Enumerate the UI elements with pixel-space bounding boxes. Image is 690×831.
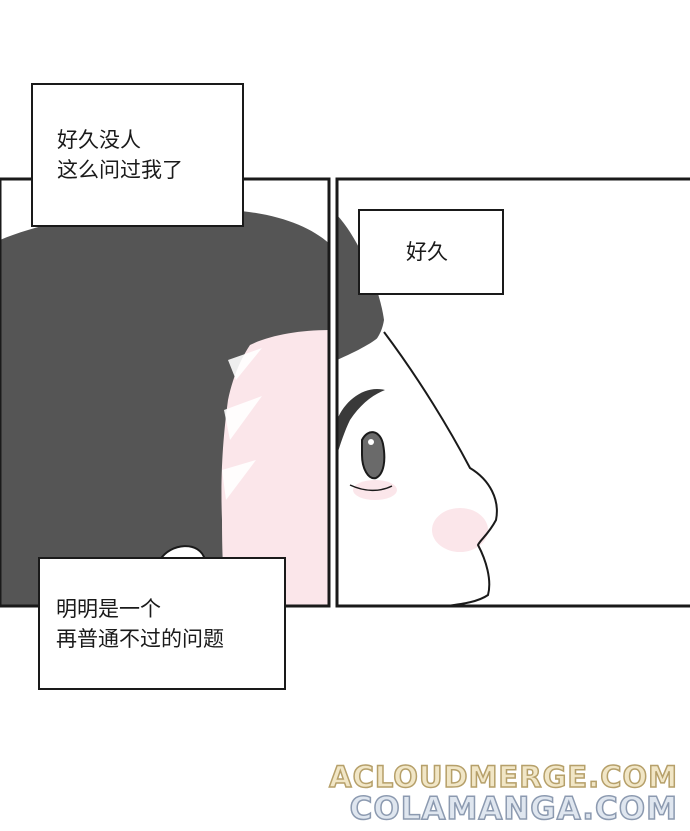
right-panel-frame [335, 177, 690, 608]
caption-bottom-line-1: 明明是一个 [56, 596, 161, 621]
eyebrow [337, 389, 385, 455]
face-outline [383, 331, 498, 606]
watermark-line-2: COLAMANGA.COM [349, 790, 678, 828]
caption-box-top: 好久没人 这么问过我了 [31, 83, 244, 227]
left-panel-art [0, 208, 329, 606]
watermark-line-1: ACLOUDMERGE.COM [328, 759, 678, 795]
caption-top-line-1: 好久没人 [57, 128, 141, 152]
caption-box-right: 好久 [358, 209, 504, 295]
eye [361, 431, 386, 480]
right-panel-art [337, 215, 498, 606]
caption-right-line-1: 好久 [406, 240, 448, 264]
hair-back [0, 208, 329, 606]
caption-bottom-line-2: 再普通不过的问题 [56, 626, 224, 651]
neck-skin [200, 320, 329, 606]
caption-box-bottom: 明明是一个 再普通不过的问题 [38, 557, 286, 690]
caption-top-line-2: 这么问过我了 [57, 158, 183, 182]
